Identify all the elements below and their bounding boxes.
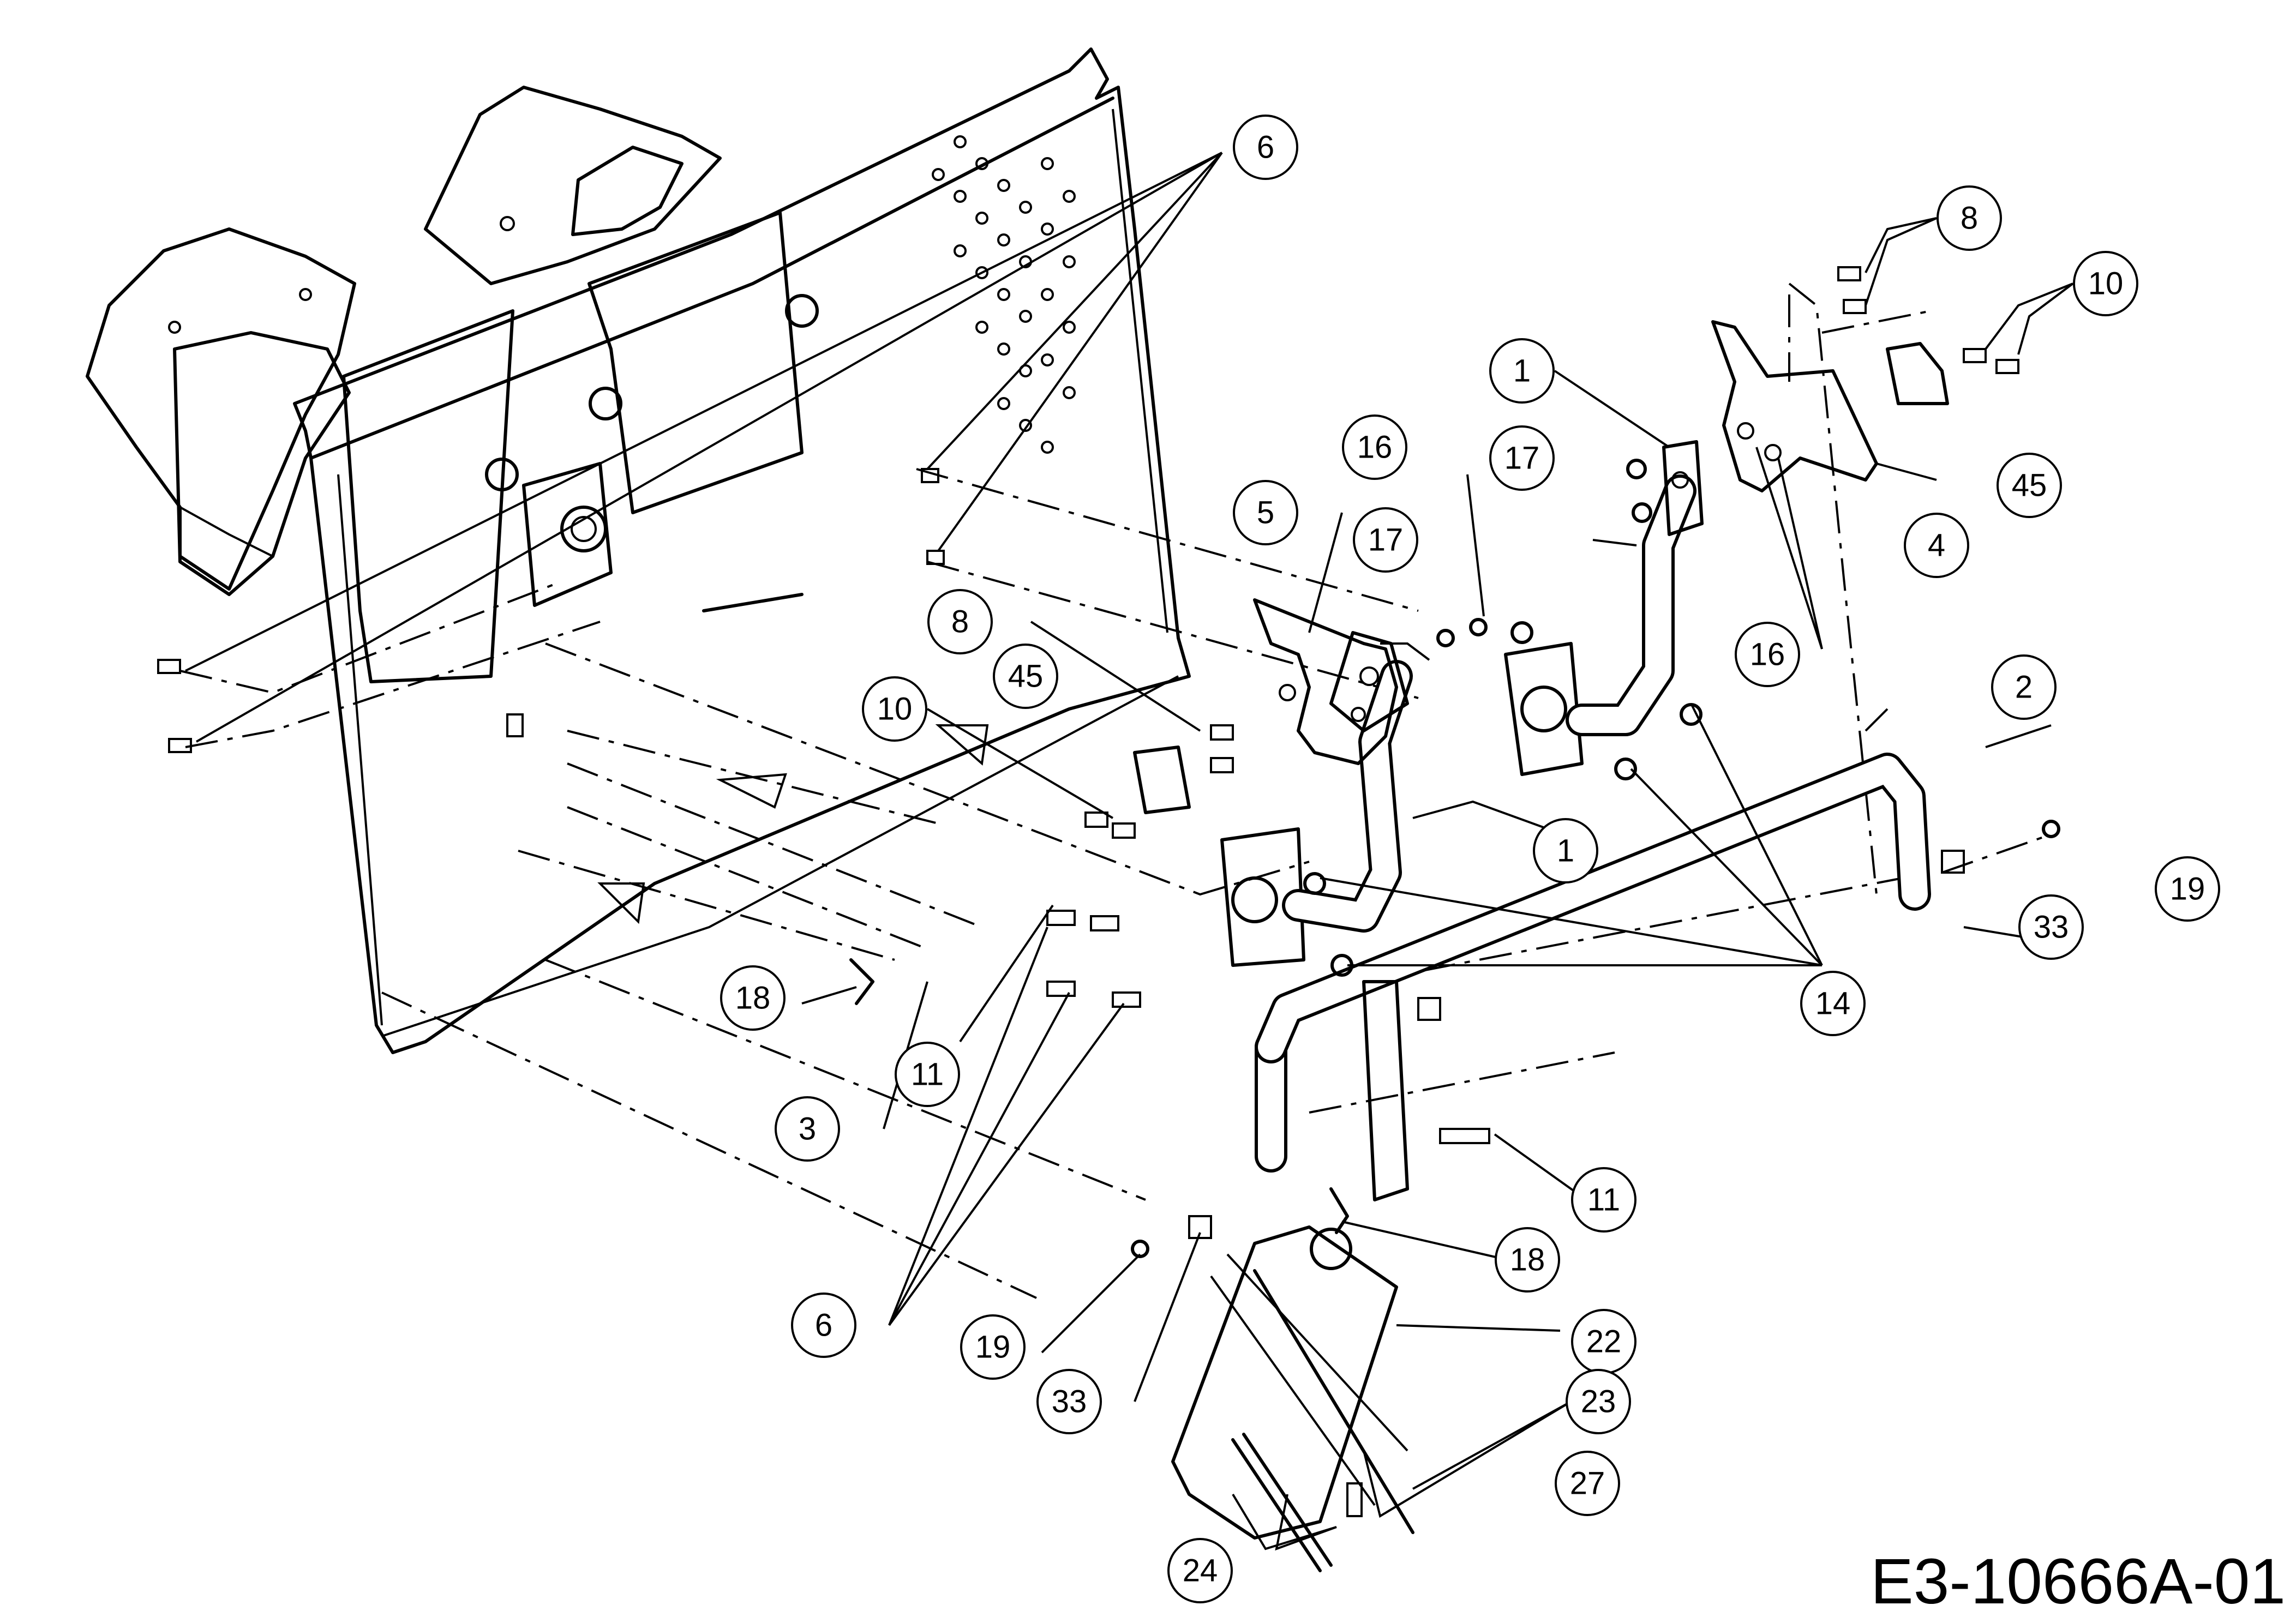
- actuator-22: [1171, 1225, 1408, 1540]
- callout-10-top-right: 10: [2073, 251, 2138, 316]
- callout-label: 1: [1513, 353, 1531, 389]
- callout-33-bottom: 33: [1036, 1369, 1102, 1434]
- assembly-lines: [179, 282, 2052, 1299]
- callout-label: 45: [1008, 659, 1044, 694]
- callout-label: 4: [1928, 528, 1945, 563]
- pedal-arm-left: [1220, 631, 1413, 967]
- callout-3: 3: [775, 1096, 840, 1162]
- callout-8-mid: 8: [927, 589, 993, 654]
- callout-label: 6: [815, 1308, 832, 1343]
- callout-16-mid: 16: [1735, 622, 1800, 687]
- callout-19-right: 19: [2155, 856, 2220, 922]
- cross-shaft-2: [1255, 753, 1931, 1201]
- callout-label: 16: [1750, 637, 1785, 672]
- callout-18-right: 18: [1495, 1227, 1560, 1293]
- callout-label: 19: [975, 1330, 1011, 1365]
- drawing-code: E3-10666A-01: [1871, 1546, 2286, 1618]
- callout-label: 8: [951, 604, 969, 640]
- callouts: 6 8 10 1 16 17 45 5 17 4 8 45 10 16 2 1 …: [720, 115, 2220, 1603]
- callout-label: 16: [1357, 430, 1393, 465]
- callout-23: 23: [1566, 1369, 1631, 1434]
- callout-11-left: 11: [895, 1042, 960, 1107]
- callout-11-right: 11: [1571, 1167, 1636, 1233]
- callout-label: 18: [735, 981, 771, 1016]
- callout-4: 4: [1904, 513, 1969, 578]
- callout-6-bottom: 6: [791, 1293, 856, 1358]
- callout-label: 23: [1581, 1384, 1616, 1420]
- callout-label: 18: [1510, 1242, 1545, 1278]
- plate-45-right: [1886, 342, 1949, 405]
- callout-label: 33: [2034, 910, 2069, 945]
- callout-label: 8: [1961, 201, 1978, 236]
- callout-2: 2: [1991, 654, 2057, 720]
- callout-label: 45: [2012, 468, 2047, 503]
- pedal-arm-right: [1504, 440, 1704, 776]
- callout-label: 10: [877, 692, 913, 727]
- callout-label: 11: [911, 1057, 944, 1092]
- callout-33-right: 33: [2018, 894, 2084, 960]
- rod-23: [1253, 1269, 1414, 1534]
- callout-18-left: 18: [720, 965, 786, 1031]
- callout-label: 17: [1504, 441, 1540, 476]
- seat-bracket-left: [86, 227, 356, 596]
- plate-45-left: [1133, 746, 1191, 814]
- callout-label: 10: [2088, 266, 2124, 302]
- callout-14: 14: [1800, 971, 1866, 1036]
- callout-45-right: 45: [1997, 453, 2062, 518]
- frame-panel: [293, 47, 1191, 1054]
- callout-19-bottom: 19: [960, 1314, 1026, 1380]
- callout-45-mid: 45: [993, 644, 1058, 709]
- callout-label: 27: [1570, 1466, 1605, 1501]
- callout-label: 3: [799, 1111, 816, 1147]
- callout-24: 24: [1167, 1538, 1233, 1603]
- callout-8-top-right: 8: [1937, 185, 2002, 251]
- vent-hole-grid: [932, 135, 1076, 454]
- callout-label: 24: [1183, 1553, 1218, 1589]
- callout-6-top: 6: [1233, 115, 1298, 180]
- callout-label: 6: [1257, 130, 1274, 165]
- callout-10-mid: 10: [862, 676, 927, 742]
- callout-label: 33: [1052, 1384, 1087, 1420]
- callout-1-top: 1: [1489, 338, 1555, 404]
- callout-label: 2: [2015, 670, 2033, 705]
- callout-17-mid: 17: [1353, 507, 1418, 573]
- callout-label: 11: [1587, 1182, 1620, 1218]
- callout-label: 5: [1257, 495, 1274, 531]
- callout-label: 19: [2170, 871, 2205, 907]
- callout-label: 14: [1815, 986, 1851, 1021]
- bracket-5: [1253, 598, 1398, 765]
- callout-label: 22: [1586, 1324, 1622, 1360]
- callout-17-top: 17: [1489, 425, 1555, 491]
- callout-label: 17: [1368, 522, 1404, 558]
- callout-22: 22: [1571, 1309, 1636, 1374]
- callout-1-mid: 1: [1533, 818, 1598, 883]
- callout-label: 1: [1557, 833, 1574, 869]
- hardware: [157, 266, 2060, 1258]
- seat-bracket-right: [424, 86, 722, 285]
- callout-27: 27: [1555, 1451, 1620, 1516]
- bracket-4: [1711, 320, 1878, 492]
- spring-27: [1346, 1482, 1363, 1517]
- callout-16-top: 16: [1342, 414, 1407, 480]
- callout-5: 5: [1233, 480, 1298, 545]
- pins-24: [1231, 1433, 1333, 1572]
